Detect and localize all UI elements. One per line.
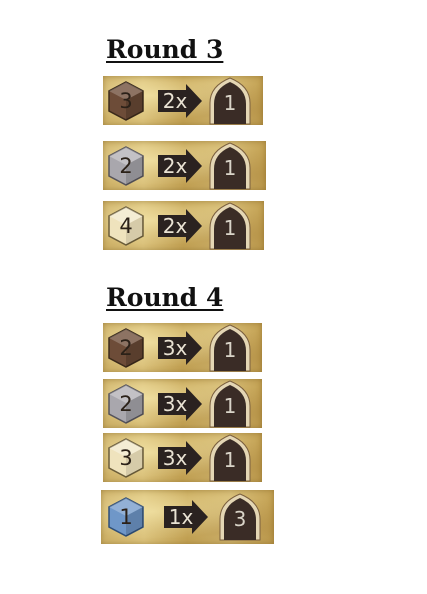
scoring-tile: 1 1x 3	[101, 490, 274, 544]
round-4-heading: Round 4	[106, 283, 224, 312]
arch-points: 1	[223, 393, 237, 418]
arrow-icon: 2x	[158, 148, 202, 183]
arch-points: 1	[223, 155, 237, 180]
multiplier-label: 2x	[162, 153, 188, 178]
multiplier-label: 2x	[162, 213, 188, 238]
hex-count: 2	[119, 153, 133, 178]
scoring-tile: 2 3x 1	[103, 323, 262, 372]
multiplier-label: 3x	[162, 335, 188, 360]
blue-hex-icon: 1	[106, 496, 146, 538]
arch-points: 3	[233, 507, 247, 531]
gothic-arch-icon: 1	[208, 379, 252, 428]
brown-hex-icon: 2	[106, 327, 146, 369]
hex-count: 3	[119, 88, 133, 113]
gothic-arch-icon: 1	[208, 141, 252, 190]
gothic-arch-icon: 3	[218, 493, 262, 541]
multiplier-label: 2x	[162, 88, 188, 113]
round-3-heading: Round 3	[106, 35, 224, 64]
hex-count: 4	[119, 213, 133, 238]
hex-count: 1	[119, 505, 133, 529]
arrow-icon: 2x	[158, 83, 202, 118]
brown-hex-icon: 3	[106, 80, 146, 122]
cream-hex-icon: 3	[106, 437, 146, 479]
arrow-icon: 3x	[158, 440, 202, 475]
arrow-icon: 3x	[158, 330, 202, 365]
multiplier-label: 1x	[168, 505, 194, 529]
multiplier-label: 3x	[162, 445, 188, 470]
gothic-arch-icon: 1	[208, 323, 252, 372]
arrow-icon: 3x	[158, 386, 202, 421]
gothic-arch-icon: 1	[208, 76, 252, 125]
scoring-tile: 2 3x 1	[103, 379, 262, 428]
hex-count: 2	[119, 391, 133, 416]
grey-hex-icon: 2	[106, 383, 146, 425]
gothic-arch-icon: 1	[208, 201, 252, 250]
grey-hex-icon: 2	[106, 145, 146, 187]
scoring-tile: 3 2x 1	[103, 76, 263, 125]
hex-count: 3	[119, 445, 133, 470]
cream-hex-icon: 4	[106, 205, 146, 247]
scoring-tile: 2 2x 1	[103, 141, 266, 190]
multiplier-label: 3x	[162, 391, 188, 416]
gothic-arch-icon: 1	[208, 433, 252, 482]
scoring-tile: 3 3x 1	[103, 433, 262, 482]
arch-points: 1	[223, 215, 237, 240]
arrow-icon: 2x	[158, 208, 202, 243]
arch-points: 1	[223, 447, 237, 472]
arch-points: 1	[223, 90, 237, 115]
arrow-icon: 1x	[164, 500, 208, 534]
scoring-tile: 4 2x 1	[103, 201, 264, 250]
hex-count: 2	[119, 335, 133, 360]
arch-points: 1	[223, 337, 237, 362]
